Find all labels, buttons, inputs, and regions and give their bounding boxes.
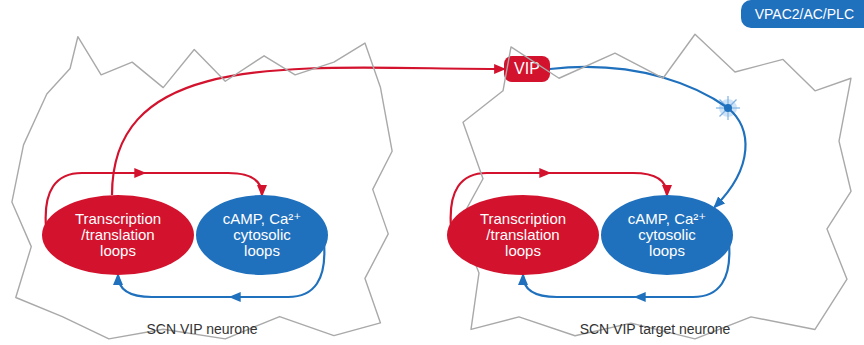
mid-arrowhead <box>134 168 146 178</box>
mid-arrowhead <box>229 292 241 302</box>
node-label: Transcription /translation loops <box>473 211 573 260</box>
cell-outline <box>455 28 855 342</box>
cell-membrane <box>459 34 851 339</box>
neurone-outline: SCN VIP neurone Transcription /translatio… <box>8 24 396 342</box>
mid-arrowhead <box>539 168 551 178</box>
node-label: Transcription /translation loops <box>68 211 168 260</box>
neurone-outline: SCN VIP target neurone Transcription /tra… <box>455 28 855 342</box>
neurone-label: SCN VIP target neurone <box>455 321 855 337</box>
mid-arrowhead <box>634 292 646 302</box>
signal-arrow <box>550 67 746 207</box>
signal-arrow <box>112 68 504 195</box>
cytosolic-ellipse: cAMP, Ca²⁺ cytosolic loops <box>196 195 328 275</box>
cell-outline <box>8 24 396 342</box>
receptor-label-box: VPAC2/AC/PLC <box>741 0 864 28</box>
node-label: VPAC2/AC/PLC <box>755 6 854 22</box>
cell-membrane <box>12 37 392 339</box>
ttfl-ellipse: Transcription /translation loops <box>42 195 194 275</box>
signal-box: VIP <box>504 56 550 82</box>
ttfl-ellipse: Transcription /translation loops <box>447 195 599 275</box>
node-label: cAMP, Ca²⁺ cytosolic loops <box>624 211 710 260</box>
neurone-label: SCN VIP neurone <box>8 321 396 337</box>
node-label: cAMP, Ca²⁺ cytosolic loops <box>219 211 305 260</box>
cytosolic-ellipse: cAMP, Ca²⁺ cytosolic loops <box>601 195 733 275</box>
